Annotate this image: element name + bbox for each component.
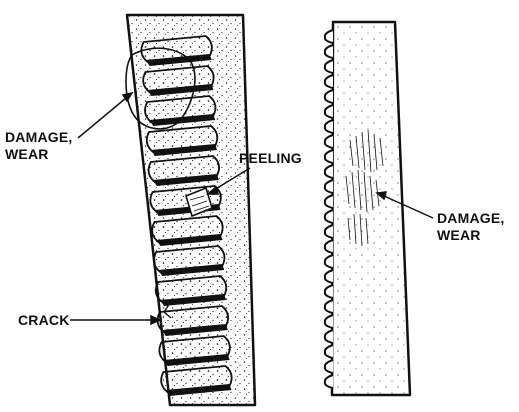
- damage-left-leader: [78, 98, 126, 138]
- damage-wear-label-right: DAMAGE, WEAR: [437, 210, 505, 244]
- crack-label: CRACK: [18, 312, 70, 329]
- damage-wear-label-right-line2: WEAR: [437, 227, 505, 244]
- right-belt: [325, 22, 410, 395]
- damage-wear-label-left-line1: DAMAGE,: [5, 129, 73, 146]
- peeling-label: PEELING: [239, 150, 302, 167]
- damage-wear-label-left-line2: WEAR: [5, 146, 73, 163]
- damage-wear-label-left: DAMAGE, WEAR: [5, 129, 73, 163]
- left-belt: [126, 15, 255, 405]
- right-belt-body: [332, 22, 410, 395]
- damage-wear-label-right-line1: DAMAGE,: [437, 210, 505, 227]
